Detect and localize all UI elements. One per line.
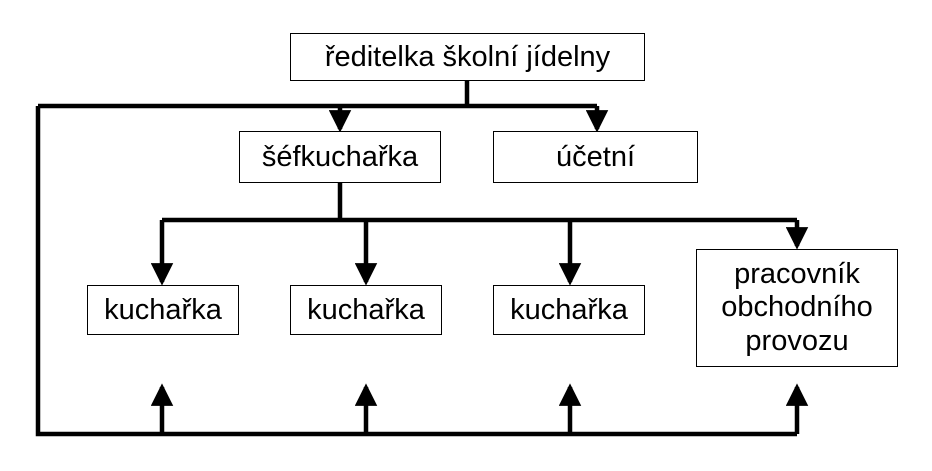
node-cook-3-label: kuchařka [510,293,628,326]
feedback-line [35,106,797,437]
node-head-cook: šéfkuchařka [239,131,441,183]
node-cook-1-label: kuchařka [104,293,222,326]
node-cook-1: kuchařka [87,285,239,335]
node-cook-3: kuchařka [493,285,645,335]
node-cook-2: kuchařka [290,285,442,335]
node-head-cook-label: šéfkuchařka [261,140,419,173]
node-accountant: účetní [493,131,698,183]
node-operations-worker: pracovník obchodního provozu [696,249,898,367]
node-cook-2-label: kuchařka [307,293,425,326]
node-director-label: ředitelka školní jídelny [324,40,611,73]
node-director: ředitelka školní jídelny [290,33,645,81]
node-accountant-label: účetní [556,140,635,173]
node-operations-worker-label: pracovník obchodního provozu [721,257,873,357]
